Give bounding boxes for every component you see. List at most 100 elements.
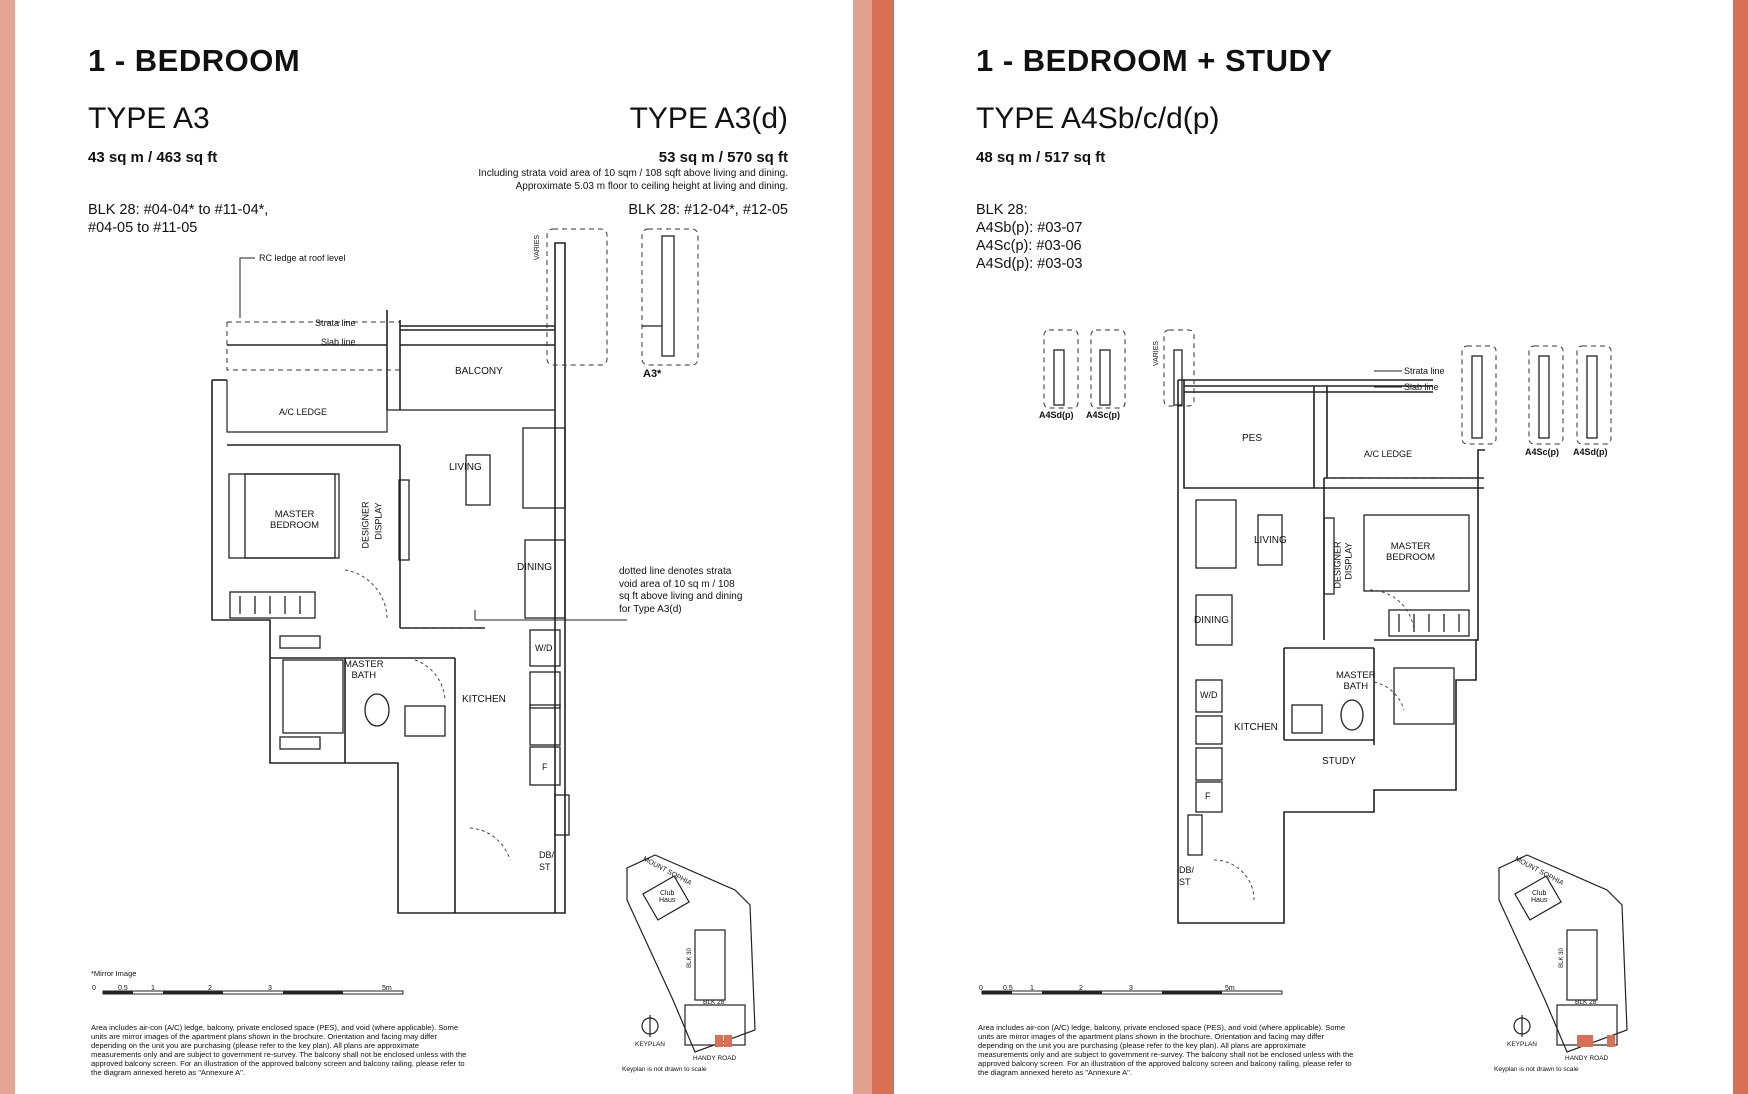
pes-label: PES <box>1242 433 1263 444</box>
keyplan-club-line: Club <box>1531 890 1547 897</box>
bed-frame <box>228 473 340 559</box>
scale-label: 0.5 <box>1003 985 1013 992</box>
living-label: LIVING <box>449 462 482 473</box>
void-note: Including strata void area of 10 sqm / 1… <box>478 167 788 193</box>
keyplan-clubhouse <box>1514 875 1562 921</box>
sofa <box>1195 499 1237 569</box>
dbst-line: DB/ <box>1179 865 1195 875</box>
keyplan-handy-road: HANDY ROAD <box>1565 1055 1609 1062</box>
varies-label: VARIES <box>1153 340 1161 367</box>
bed <box>1363 514 1470 592</box>
strata-line-label: Strata line <box>1404 366 1445 376</box>
void-note-text: dotted line denotes strata <box>619 566 732 577</box>
a4sc-left-label: A4Sc(p) <box>1086 410 1121 420</box>
unit-type-title-alt: TYPE A3(d) <box>629 102 788 135</box>
master-bedroom-line: MASTER <box>1390 541 1431 552</box>
block-units-line: BLK 28: #04-04* to #11-04*, <box>88 202 269 218</box>
block-units-line: #04-05 to #11-05 <box>88 220 198 236</box>
outer-wall <box>1177 380 1485 924</box>
scale-label: 0.5 <box>118 985 128 992</box>
study-desk <box>1393 667 1455 725</box>
sink <box>529 671 561 709</box>
keyplan <box>1498 854 1628 1053</box>
a4sd-left-label: A4Sd(p) <box>1039 410 1074 420</box>
rc-ledge-label: RC ledge at roof level <box>259 253 346 263</box>
keyplan-highlight-unit <box>1585 1035 1593 1047</box>
keyplan-blk30: BLK 30 <box>1558 948 1565 968</box>
master-bath-line: MASTER <box>344 659 384 670</box>
block-units: BLK 28: A4Sb(p): #03-07 A4Sc(p): #03-06 … <box>976 201 1082 273</box>
designer-display-line: DISPLAY <box>373 502 384 540</box>
void-note-line: Including strata void area of 10 sqm / 1… <box>478 168 788 179</box>
designer-display-line: DESIGNER <box>360 501 371 549</box>
master-bedroom-line: MASTER <box>274 509 315 520</box>
a3-marker-label: A3* <box>643 368 662 380</box>
dining-table <box>1195 594 1233 646</box>
dbst-line: ST <box>1179 877 1191 887</box>
scale-label: 5m <box>1225 985 1235 992</box>
door-swing <box>344 569 388 621</box>
a3-marker-dashed-box <box>641 228 699 366</box>
scale-label: 1 <box>151 985 155 992</box>
designer-display <box>1323 517 1335 595</box>
keyplan-site-outline <box>626 854 756 1053</box>
coffee-table <box>465 454 491 506</box>
dbst-line: ST <box>539 862 551 872</box>
master-bath-line: BATH <box>1343 681 1369 692</box>
a3-marker-wall <box>661 235 675 357</box>
ac-ledge-label: A/C LEDGE <box>279 407 328 417</box>
sofa <box>522 427 566 509</box>
keyplan-club-line: Haus <box>659 897 676 904</box>
center-divider-left <box>853 0 872 1094</box>
keyplan-blk28: BLK 28 <box>703 999 725 1006</box>
keyplan-blk30 <box>694 929 726 1001</box>
dining-label: DINING <box>517 562 552 573</box>
scale-label: 0 <box>979 985 983 992</box>
block-units-line: BLK 28: <box>976 202 1028 218</box>
basin <box>404 705 446 737</box>
fridge-label: F <box>1205 791 1211 801</box>
toilet <box>364 693 390 727</box>
scale-label: 2 <box>208 985 212 992</box>
keyplan-highlight-unit <box>1577 1035 1585 1047</box>
block-units: BLK 28: #04-04* to #11-04*, #04-05 to #1… <box>88 201 268 237</box>
wd-label: W/D <box>535 643 553 653</box>
keyplan <box>626 854 756 1053</box>
a4sd-right-label: A4Sd(p) <box>1573 447 1608 457</box>
washer-dryer <box>529 629 561 667</box>
void-note-text: void area of 10 sq m / 108 <box>619 578 735 590</box>
dining-table <box>524 539 566 619</box>
keyplan-club-line: Club <box>659 890 675 897</box>
block-units-line: A4Sc(p): #03-06 <box>976 238 1082 254</box>
rc-ledge-dashed <box>226 322 400 371</box>
outer-wall <box>1178 379 1484 489</box>
scale-bar <box>981 990 1283 995</box>
door-swing <box>1213 859 1255 901</box>
living-label: LIVING <box>1254 535 1287 546</box>
keyplan-highlight-unit <box>715 1035 723 1047</box>
strata-line-label: Strata line <box>315 318 356 328</box>
slab-line-label: Slab line <box>1404 382 1439 392</box>
door-swing <box>1373 681 1405 711</box>
floor-plan-a3 <box>102 228 756 1053</box>
scale-bar <box>102 990 404 995</box>
keyplan-highlight-unit <box>724 1035 732 1047</box>
wardrobe <box>229 591 316 619</box>
scale-label: 1 <box>1030 985 1034 992</box>
varies-dashed-box <box>1163 329 1195 407</box>
designer-display-line: DESIGNER <box>1332 541 1343 589</box>
floor-plan-a4s <box>981 329 1628 1053</box>
left-page-edge <box>0 0 15 1094</box>
unit-area: 43 sq m / 463 sq ft <box>88 149 218 166</box>
master-bath-line: MASTER <box>1336 670 1376 681</box>
fridge-label: F <box>542 762 548 772</box>
unit-type-title: TYPE A3 <box>88 102 210 135</box>
varies-label: VARIES <box>534 234 542 261</box>
scale-label: 0 <box>92 985 96 992</box>
marker-wall <box>1173 349 1183 406</box>
stove <box>1195 747 1223 781</box>
disclaimer: Area includes air-con (A/C) ledge, balco… <box>91 1023 467 1077</box>
keyplan-blk30: BLK 30 <box>686 948 693 968</box>
shoe-cabinet <box>1187 814 1203 856</box>
strata-dashed-box <box>1461 345 1497 445</box>
